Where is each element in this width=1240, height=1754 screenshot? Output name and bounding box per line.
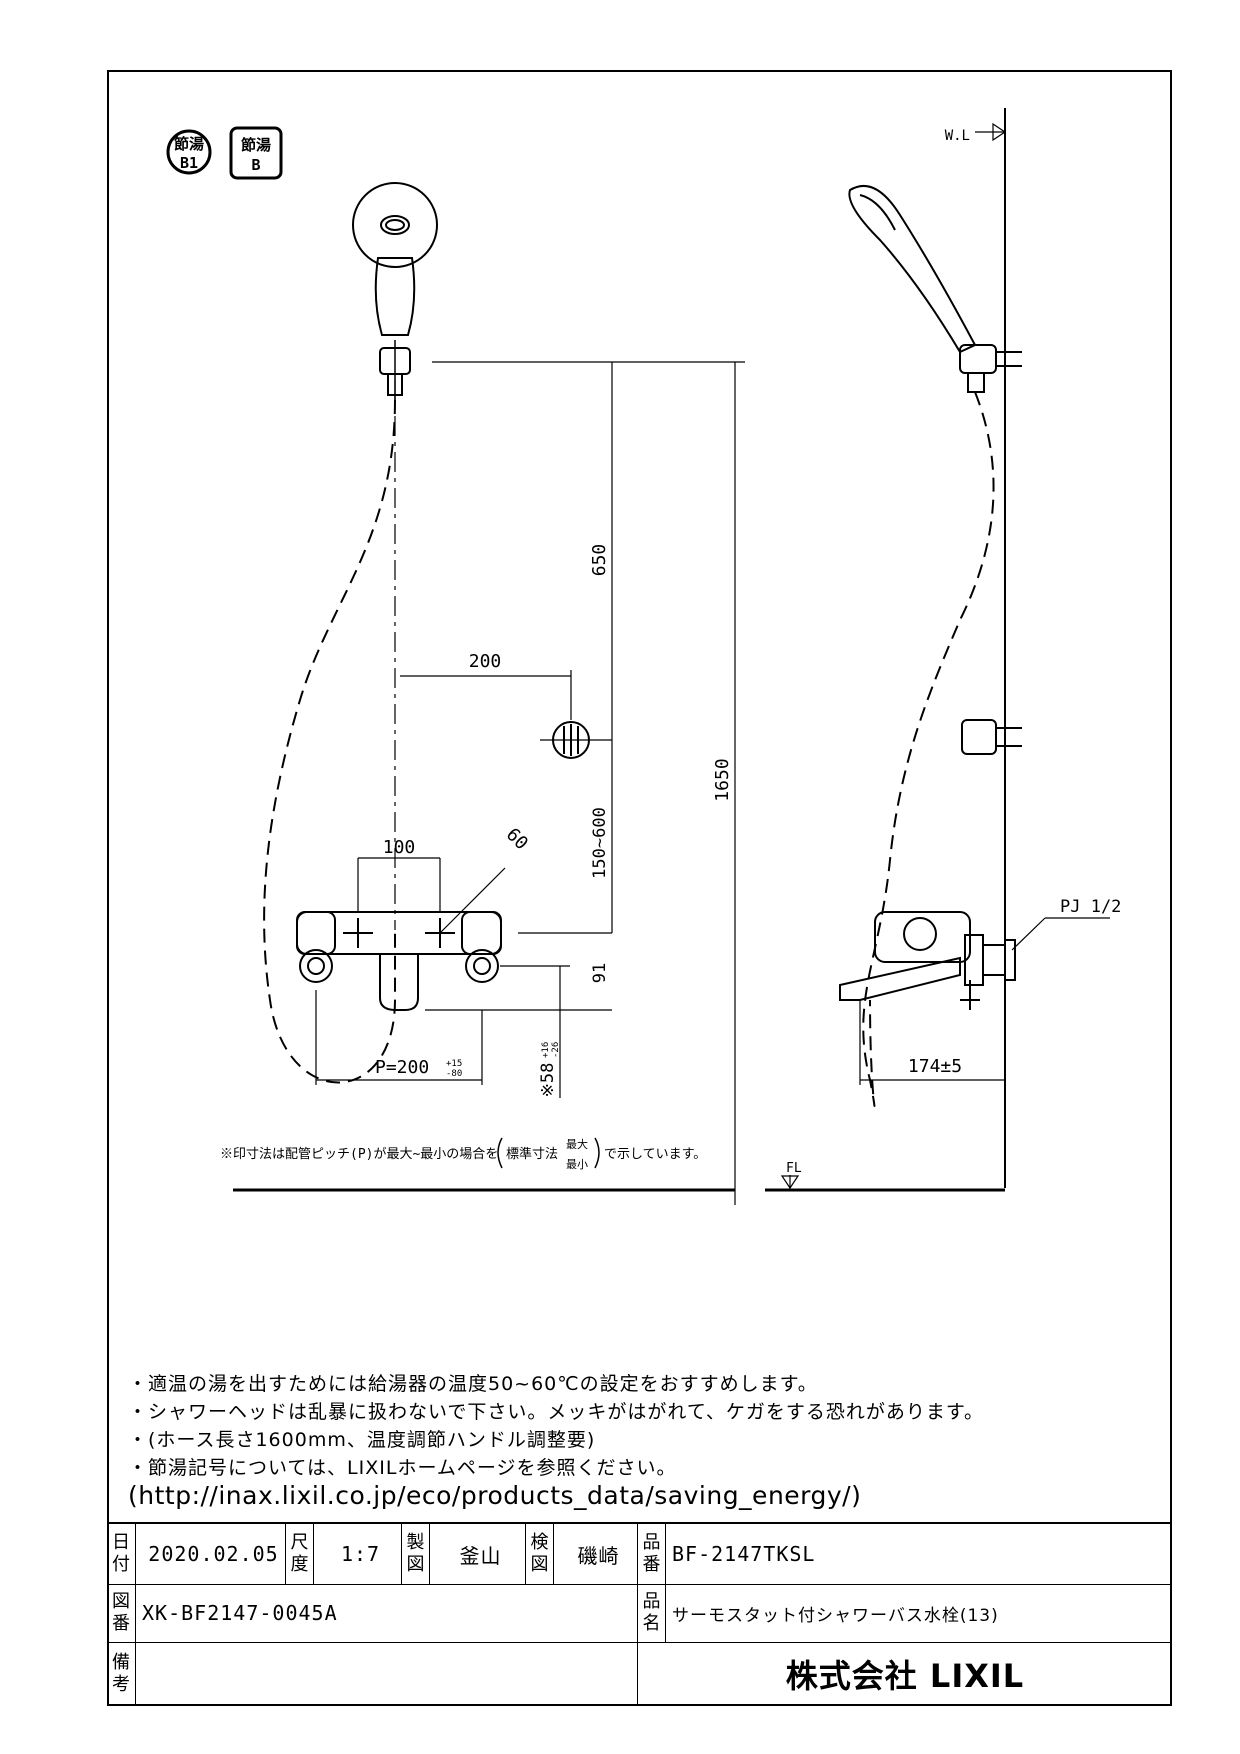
row-divider <box>107 1584 1172 1585</box>
drawing-frame <box>107 70 1172 1706</box>
note-line: ・節湯記号については、LIXILホームページを参照ください。 <box>128 1457 677 1479</box>
shower-hose-side <box>862 391 995 1107</box>
part-no-label: 品番 <box>637 1524 665 1584</box>
product-name-value: サーモスタット付シャワーバス水栓(13) <box>665 1584 1172 1642</box>
drawing-no-value: XK-BF2147-0045A <box>135 1584 637 1642</box>
date-value: 2020.02.05 <box>135 1524 285 1584</box>
remarks-label: 備考 <box>112 1652 130 1695</box>
badge2-line1: 節湯 <box>241 136 271 154</box>
scale-label: 尺度 <box>285 1524 313 1584</box>
checked-by-label: 検図 <box>525 1524 553 1584</box>
dim-174: 174±5 <box>908 1056 962 1077</box>
footnote-std: 標準寸法 <box>506 1146 558 1162</box>
badge1-line1: 節湯 <box>174 135 204 153</box>
footnote-max: 最大 <box>566 1137 588 1151</box>
label-pj: PJ 1/2 <box>1060 897 1121 917</box>
wall-line <box>975 108 1007 1188</box>
drawn-by-label: 製図 <box>401 1524 429 1584</box>
company-name: 株式会社 LIXIL <box>637 1642 1172 1706</box>
scale-value: 1:7 <box>313 1524 401 1584</box>
faucet-body-front <box>296 911 502 1011</box>
shower-head-front <box>352 182 438 400</box>
label-floor-level: FL <box>786 1161 802 1176</box>
label-water-level: W.L <box>945 128 970 144</box>
shower-head-side <box>848 185 1022 393</box>
dim-58: ※58 <box>538 1063 558 1098</box>
dimension-lines-side <box>765 917 1110 1192</box>
drawing-no-label: 図番 <box>112 1591 130 1634</box>
row-divider <box>107 1642 1172 1643</box>
dim-100: 100 <box>383 837 416 858</box>
product-name-label: 品名 <box>637 1584 665 1642</box>
water-saving-badge-b1: 節湯 B1 <box>166 129 212 175</box>
dim-91: 91 <box>590 963 610 983</box>
badge2-line2: B <box>251 156 260 174</box>
dim-pitch-tol-lower: -80 <box>446 1069 462 1079</box>
dimension-labels-front: 650 200 1650 100 60 150~600 91 P=200 +15… <box>375 544 733 1098</box>
drawn-by-value: 釜山 <box>429 1524 525 1584</box>
footnote-min: 最小 <box>566 1158 588 1171</box>
date-label: 日付 <box>112 1532 130 1575</box>
dim-pitch-tol-upper: +15 <box>446 1059 462 1069</box>
note-url: (http://inax.lixil.co.jp/eco/products_da… <box>128 1481 862 1510</box>
slide-bar-holder-front <box>540 721 612 759</box>
part-no-value: BF-2147TKSL <box>665 1524 1172 1584</box>
dim-1650: 1650 <box>712 758 733 801</box>
note-line: ・(ホース長さ1600mm、温度調節ハンドル調整要) <box>128 1429 596 1451</box>
note-line: ・シャワーヘッドは乱暴に扱わないで下さい。メッキがはがれて、ケガをする恐れがあり… <box>128 1401 985 1423</box>
dimension-lines-front <box>233 361 745 1205</box>
footnote-pre: ※印寸法は配管ピッチ(P)が最大~最小の場合を <box>220 1147 498 1162</box>
dim-pitch: P=200 <box>375 1057 429 1078</box>
badge1-line2: B1 <box>180 154 198 172</box>
dim-58-tol-lower: -26 <box>551 1042 561 1058</box>
dim-150-600: 150~600 <box>590 807 610 879</box>
dim-200: 200 <box>469 651 502 672</box>
dim-58-tol-upper: +16 <box>541 1042 551 1058</box>
shower-hose-front <box>263 399 397 1084</box>
title-block: 日付 2020.02.05 尺度 1:7 製図 釜山 検図 磯崎 品番 BF-2… <box>107 1522 1172 1708</box>
remarks-value <box>135 1642 637 1706</box>
water-saving-badge-b: 節湯 B <box>229 126 283 180</box>
dim-650: 650 <box>589 544 610 577</box>
note-line: ・適温の湯を出すためには給湯器の温度50~60℃の設定をおすすめします。 <box>128 1373 818 1395</box>
dim-60: 60 <box>502 824 532 854</box>
footnote-post: で示しています。 <box>604 1147 706 1162</box>
dimension-footnote: ※印寸法は配管ピッチ(P)が最大~最小の場合を 標準寸法 最大 最小 で示してい… <box>220 1137 706 1171</box>
checked-by-value: 磯崎 <box>553 1524 637 1584</box>
slide-holder-side <box>961 719 1022 755</box>
faucet-body-side <box>839 911 1016 1010</box>
notes: ・適温の湯を出すためには給湯器の温度50~60℃の設定をおすすめします。 ・シャ… <box>128 1370 1158 1510</box>
